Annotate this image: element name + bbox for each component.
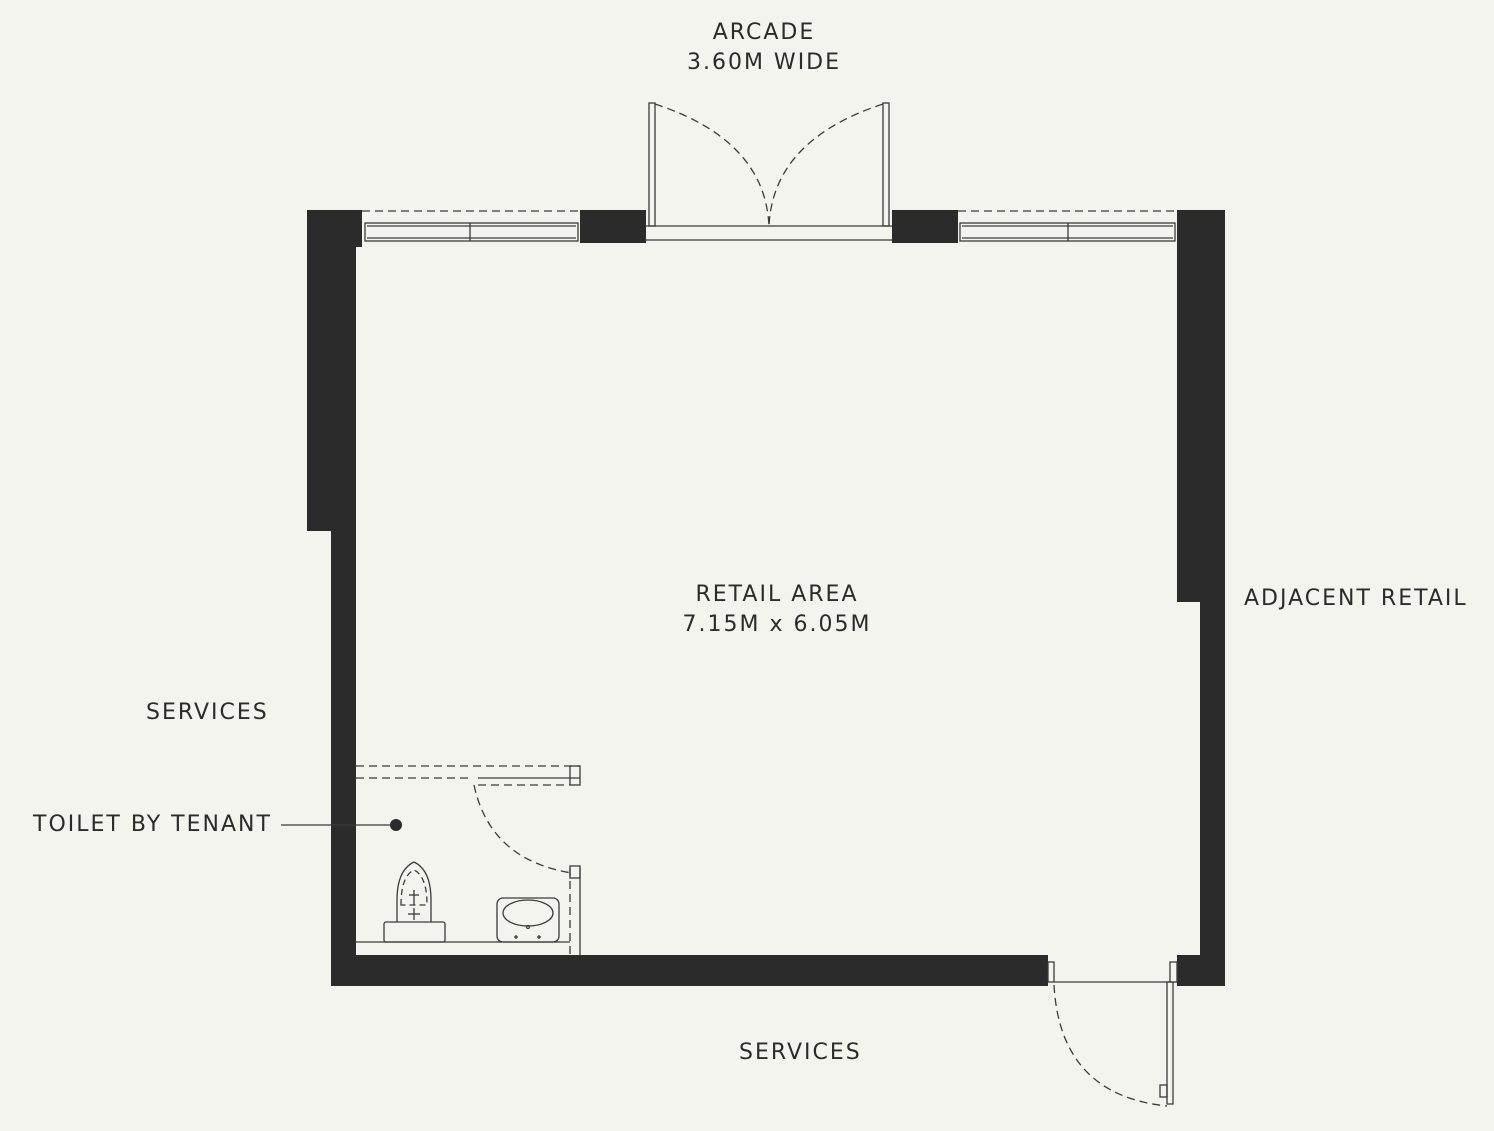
- service-door: [1047, 961, 1178, 1107]
- right-wall: [1177, 210, 1225, 986]
- toilet-leader: [281, 819, 402, 831]
- top-wall-pier-left: [580, 210, 646, 243]
- sink-fixture: [496, 897, 560, 943]
- toilet-partition: [356, 765, 581, 955]
- services-bottom-label: SERVICES: [739, 1040, 862, 1065]
- storefront-window-left: [362, 210, 580, 242]
- storefront-window-right: [958, 210, 1177, 242]
- walls: [307, 210, 1225, 986]
- bottom-wall: [331, 955, 1048, 986]
- toilet-by-tenant-label: TOILET BY TENANT: [33, 812, 272, 837]
- arcade-title: ARCADE: [712, 20, 816, 45]
- arcade-width: 3.60M WIDE: [686, 50, 842, 75]
- arcade-label: ARCADE 3.60M WIDE: [687, 18, 841, 78]
- top-wall-pier-right: [892, 210, 958, 243]
- retail-area-label: RETAIL AREA 7.15M x 6.05M: [683, 580, 872, 640]
- leader-dot: [390, 819, 402, 831]
- adjacent-retail-label: ADJACENT RETAIL: [1244, 586, 1468, 611]
- retail-area-dimensions: 7.15M x 6.05M: [682, 612, 872, 637]
- entrance-double-door: [646, 102, 892, 241]
- services-left-label: SERVICES: [146, 700, 269, 725]
- left-wall: [307, 210, 362, 955]
- retail-area-title: RETAIL AREA: [695, 582, 859, 607]
- wc-fixture: [383, 861, 446, 943]
